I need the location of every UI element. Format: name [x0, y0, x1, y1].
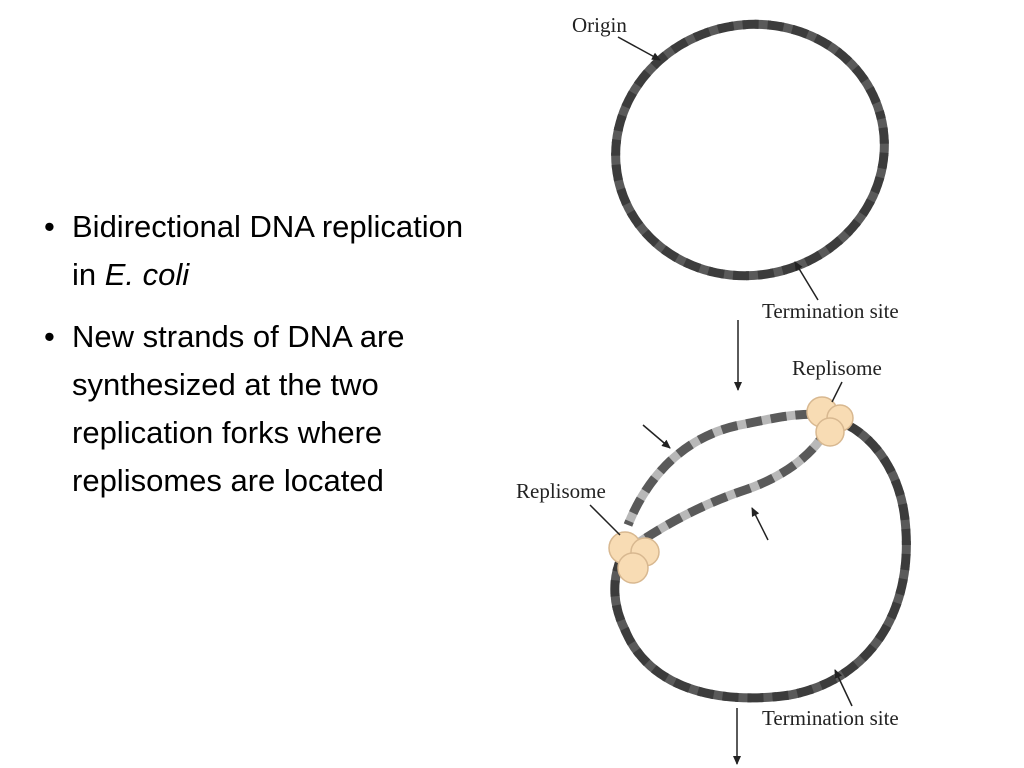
- dna-strand-top-a: [611, 19, 889, 281]
- label-termination-top: Termination site: [762, 299, 899, 323]
- chromosome-bottom: [608, 396, 911, 703]
- bullet-marker: •: [44, 319, 55, 354]
- bullet-text-bidirectional: Bidirectional DNA replication in: [72, 209, 464, 292]
- fork-direction-arrow-inner: [751, 507, 769, 541]
- chromosome-top: [611, 19, 889, 281]
- dna-upper-arm-old: [623, 409, 826, 527]
- bullet-item-bidirectional: • Bidirectional DNA replication in E. co…: [44, 203, 484, 299]
- fork-direction-arrow-upper: [642, 424, 671, 449]
- bullet-list: • Bidirectional DNA replication in E. co…: [44, 203, 484, 519]
- termination-bottom-pointer-arrow: [834, 669, 853, 707]
- replisome-top-pointer: [831, 381, 843, 403]
- label-replisome-left: Replisome: [516, 479, 606, 503]
- dna-parental-loop-b: [610, 415, 911, 703]
- replisome-left: [608, 531, 660, 584]
- dna-inner-arm-old: [632, 437, 824, 549]
- dna-inner-arm-new: [632, 437, 824, 549]
- dna-strand-top-b: [611, 19, 889, 281]
- bullet-text-ecoli: E. coli: [104, 257, 190, 292]
- bullet-item-new-strands: • New strands of DNA are synthesized at …: [44, 313, 484, 505]
- bullet-text-new-strands: New strands of DNA are synthesized at th…: [72, 319, 405, 498]
- origin-pointer-arrow: [617, 36, 661, 61]
- replisome-left-pointer: [589, 504, 621, 536]
- bullet-marker: •: [44, 209, 55, 244]
- termination-top-pointer-arrow: [794, 261, 819, 301]
- label-replisome-top: Replisome: [792, 356, 882, 380]
- replisome-top: [806, 396, 854, 447]
- label-termination-bottom: Termination site: [762, 706, 899, 730]
- label-origin: Origin: [572, 13, 627, 37]
